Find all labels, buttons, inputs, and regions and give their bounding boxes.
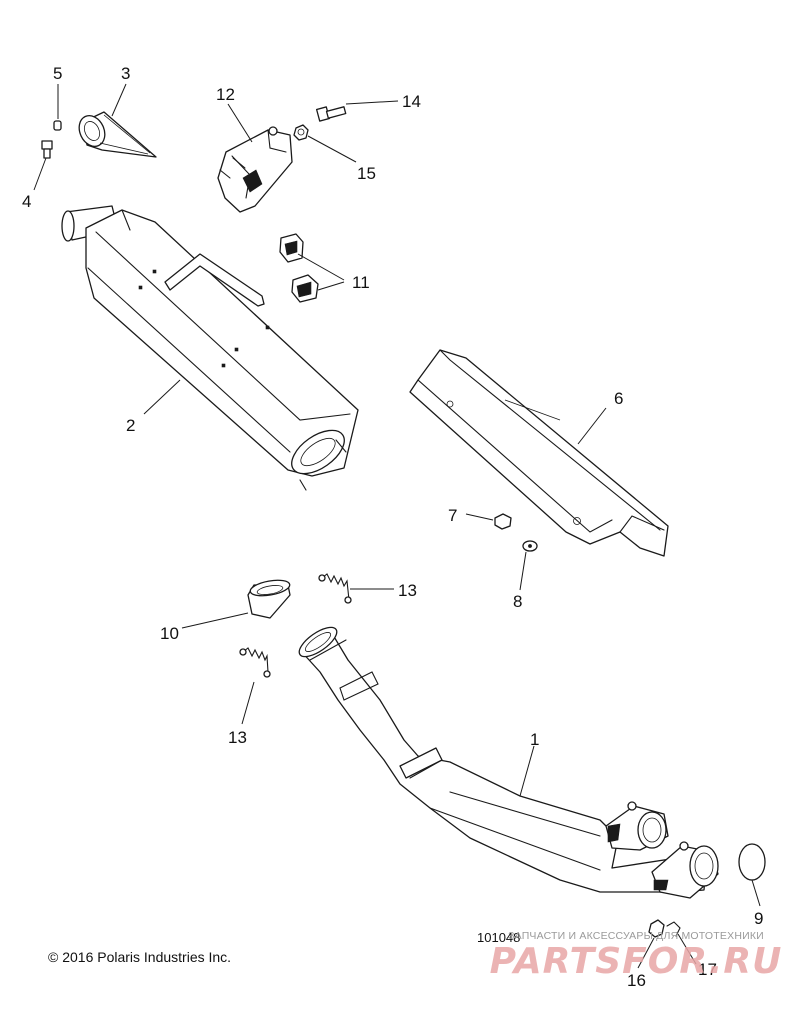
part-13-spring-upper [318,573,352,604]
leader-lines [33,83,761,969]
part-14-bolt [315,106,347,122]
watermark-brand: PARTSFOR.RU [489,941,783,982]
part-2-muffler [61,205,359,491]
part-3-spark-arrestor [78,111,157,158]
callout-17: 17 [698,960,717,979]
callout-13-upper: 13 [398,581,417,600]
part-1-head-pipe [298,626,719,899]
callout-8: 8 [513,592,522,611]
callout-2: 2 [126,416,135,435]
callout-16: 16 [627,971,646,990]
part-17-clip [666,921,681,937]
part-16-nut [648,919,665,938]
callout-15: 15 [357,164,376,183]
part-4-bolt [41,140,53,159]
callout-12: 12 [216,85,235,104]
part-5-pin [53,120,62,131]
copyright-notice: © 2016 Polaris Industries Inc. [48,949,232,965]
callout-11: 11 [352,273,370,292]
callout-6: 6 [614,389,623,408]
callout-5: 5 [53,64,62,83]
part-6-heat-shield [409,349,669,557]
callout-4: 4 [22,192,31,211]
callout-9: 9 [754,909,763,928]
part-12-bracket [217,126,293,213]
part-7-screw [494,513,512,530]
part-13-spring-lower [239,647,271,678]
callout-7: 7 [448,506,457,525]
callout-1: 1 [530,730,539,749]
part-9-gasket-ring [738,843,766,881]
part-8-washer [522,540,538,552]
part-15-nut [293,124,309,141]
watermark-tagline: ЗАПЧАСТИ И АКСЕССУАРЫ ДЛЯ МОТОТЕХНИКИ [508,930,764,942]
figure-id: 101048 [477,930,521,945]
callout-labels: 5 3 4 12 14 15 11 2 6 7 8 13 10 13 1 9 1… [22,64,763,990]
part-10-gasket [247,579,291,619]
callout-14: 14 [402,92,421,111]
part-11-grommets [279,233,319,303]
watermark: ЗАПЧАСТИ И АКСЕССУАРЫ ДЛЯ МОТОТЕХНИКИ PA… [486,930,786,982]
callout-3: 3 [121,64,130,83]
callout-13-lower: 13 [228,728,247,747]
callout-10: 10 [160,624,179,643]
